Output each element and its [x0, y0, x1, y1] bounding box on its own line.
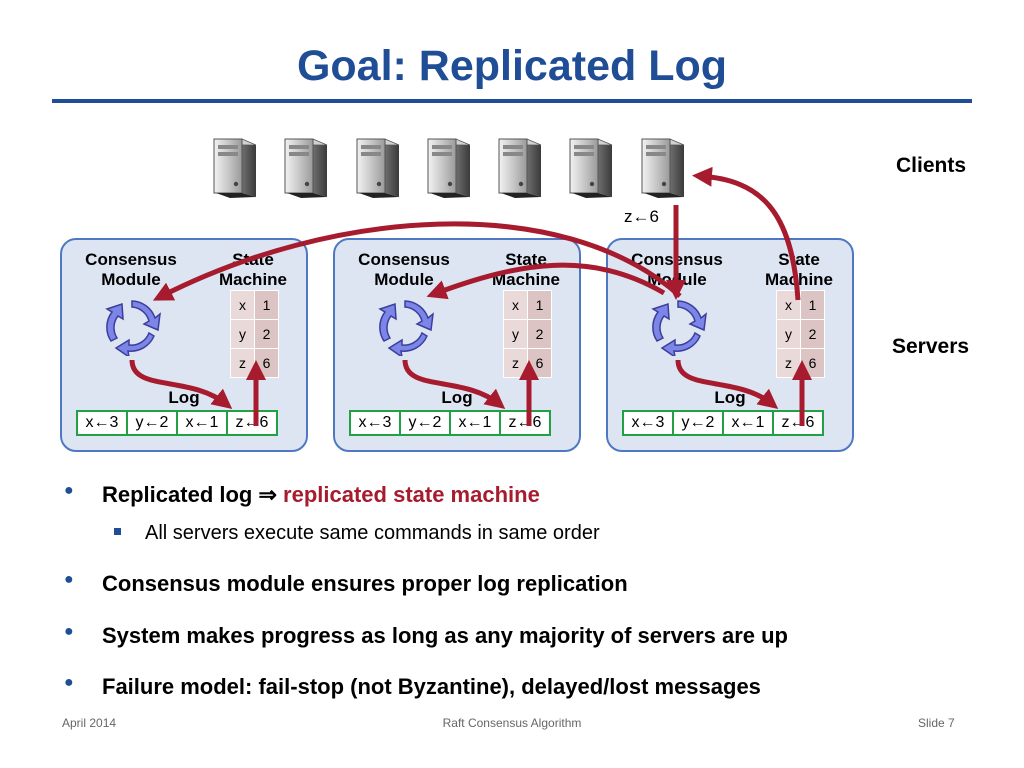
- state-machine-label: State Machine: [491, 250, 561, 289]
- computer-tower-icon: [213, 138, 257, 198]
- sm-value: 1: [527, 290, 552, 320]
- bullet-dot: ●: [64, 623, 74, 640]
- sm-value: 1: [254, 290, 279, 320]
- bullet-dot: ●: [64, 571, 74, 588]
- consensus-module-label: Consensus Module: [631, 250, 723, 289]
- clients-row: [213, 138, 685, 198]
- bullet-3-text: System makes progress as long as any maj…: [102, 623, 788, 648]
- log-label: Log: [168, 388, 200, 407]
- cycle-arrows-icon: [651, 300, 707, 356]
- computer-tower-icon: [498, 138, 542, 198]
- sm-key: x: [230, 290, 255, 320]
- sub-bullet-1-text: All servers execute same commands in sam…: [145, 522, 600, 544]
- log-entry: z←6: [499, 410, 551, 436]
- bullet-dot: ●: [64, 674, 74, 691]
- state-machine-label: State Machine: [764, 250, 834, 289]
- log-table: x←3 y←2 x←1 z←6: [622, 410, 824, 436]
- bullet-1-emphasis: replicated state machine: [276, 482, 540, 507]
- log-entry: y←2: [126, 410, 178, 436]
- cycle-arrows-icon: [105, 300, 161, 356]
- log-entry: z←6: [772, 410, 824, 436]
- bullet-4-text: Failure model: fail-stop (not Byzantine)…: [102, 674, 761, 699]
- footer-date: April 2014: [62, 716, 117, 730]
- computer-tower-icon: [569, 138, 613, 198]
- computer-tower-icon: [284, 138, 328, 198]
- log-label: Log: [714, 388, 746, 407]
- log-entry: x←3: [349, 410, 401, 436]
- computer-tower-icon: [356, 138, 400, 198]
- client-command-label: z←6: [624, 207, 659, 226]
- log-entry: x←1: [176, 410, 228, 436]
- cycle-arrows-icon: [378, 300, 434, 356]
- servers-label: Servers: [892, 335, 970, 358]
- sm-key: y: [776, 319, 801, 349]
- log-table: x←3 y←2 x←1 z←6: [349, 410, 551, 436]
- log-entry: y←2: [672, 410, 724, 436]
- sm-key: z: [503, 348, 528, 378]
- sm-value: 6: [800, 348, 825, 378]
- log-entry: x←1: [449, 410, 501, 436]
- sm-key: z: [776, 348, 801, 378]
- sm-key: x: [776, 290, 801, 320]
- consensus-module-label: Consensus Module: [85, 250, 177, 289]
- sm-key: y: [230, 319, 255, 349]
- sm-key: z: [230, 348, 255, 378]
- title-underline: [52, 99, 972, 103]
- log-table: x←3 y←2 x←1 z←6: [76, 410, 278, 436]
- log-entry: x←1: [722, 410, 774, 436]
- consensus-module-label: Consensus Module: [358, 250, 450, 289]
- sm-value: 6: [527, 348, 552, 378]
- sm-key: x: [503, 290, 528, 320]
- footer-title: Raft Consensus Algorithm: [442, 716, 582, 730]
- sm-value: 1: [800, 290, 825, 320]
- sm-value: 6: [254, 348, 279, 378]
- slide-title: Goal: Replicated Log: [296, 42, 728, 90]
- square-bullet-icon: [114, 528, 121, 535]
- clients-label: Clients: [896, 154, 967, 177]
- sm-value: 2: [527, 319, 552, 349]
- bullet-1-text: Replicated log: [102, 482, 259, 507]
- implies-symbol: ⇒: [258, 482, 277, 507]
- sm-value: 2: [254, 319, 279, 349]
- computer-tower-icon: [427, 138, 471, 198]
- log-entry: z←6: [226, 410, 278, 436]
- computer-tower-icon: [641, 138, 685, 198]
- log-label: Log: [441, 388, 473, 407]
- footer-slide-number: Slide 7: [918, 716, 955, 730]
- log-entry: y←2: [399, 410, 451, 436]
- bullet-2-text: Consensus module ensures proper log repl…: [102, 571, 628, 596]
- state-machine-label: State Machine: [218, 250, 288, 289]
- sm-value: 2: [800, 319, 825, 349]
- sm-key: y: [503, 319, 528, 349]
- log-entry: x←3: [76, 410, 128, 436]
- log-entry: x←3: [622, 410, 674, 436]
- bullet-dot: ●: [64, 482, 74, 499]
